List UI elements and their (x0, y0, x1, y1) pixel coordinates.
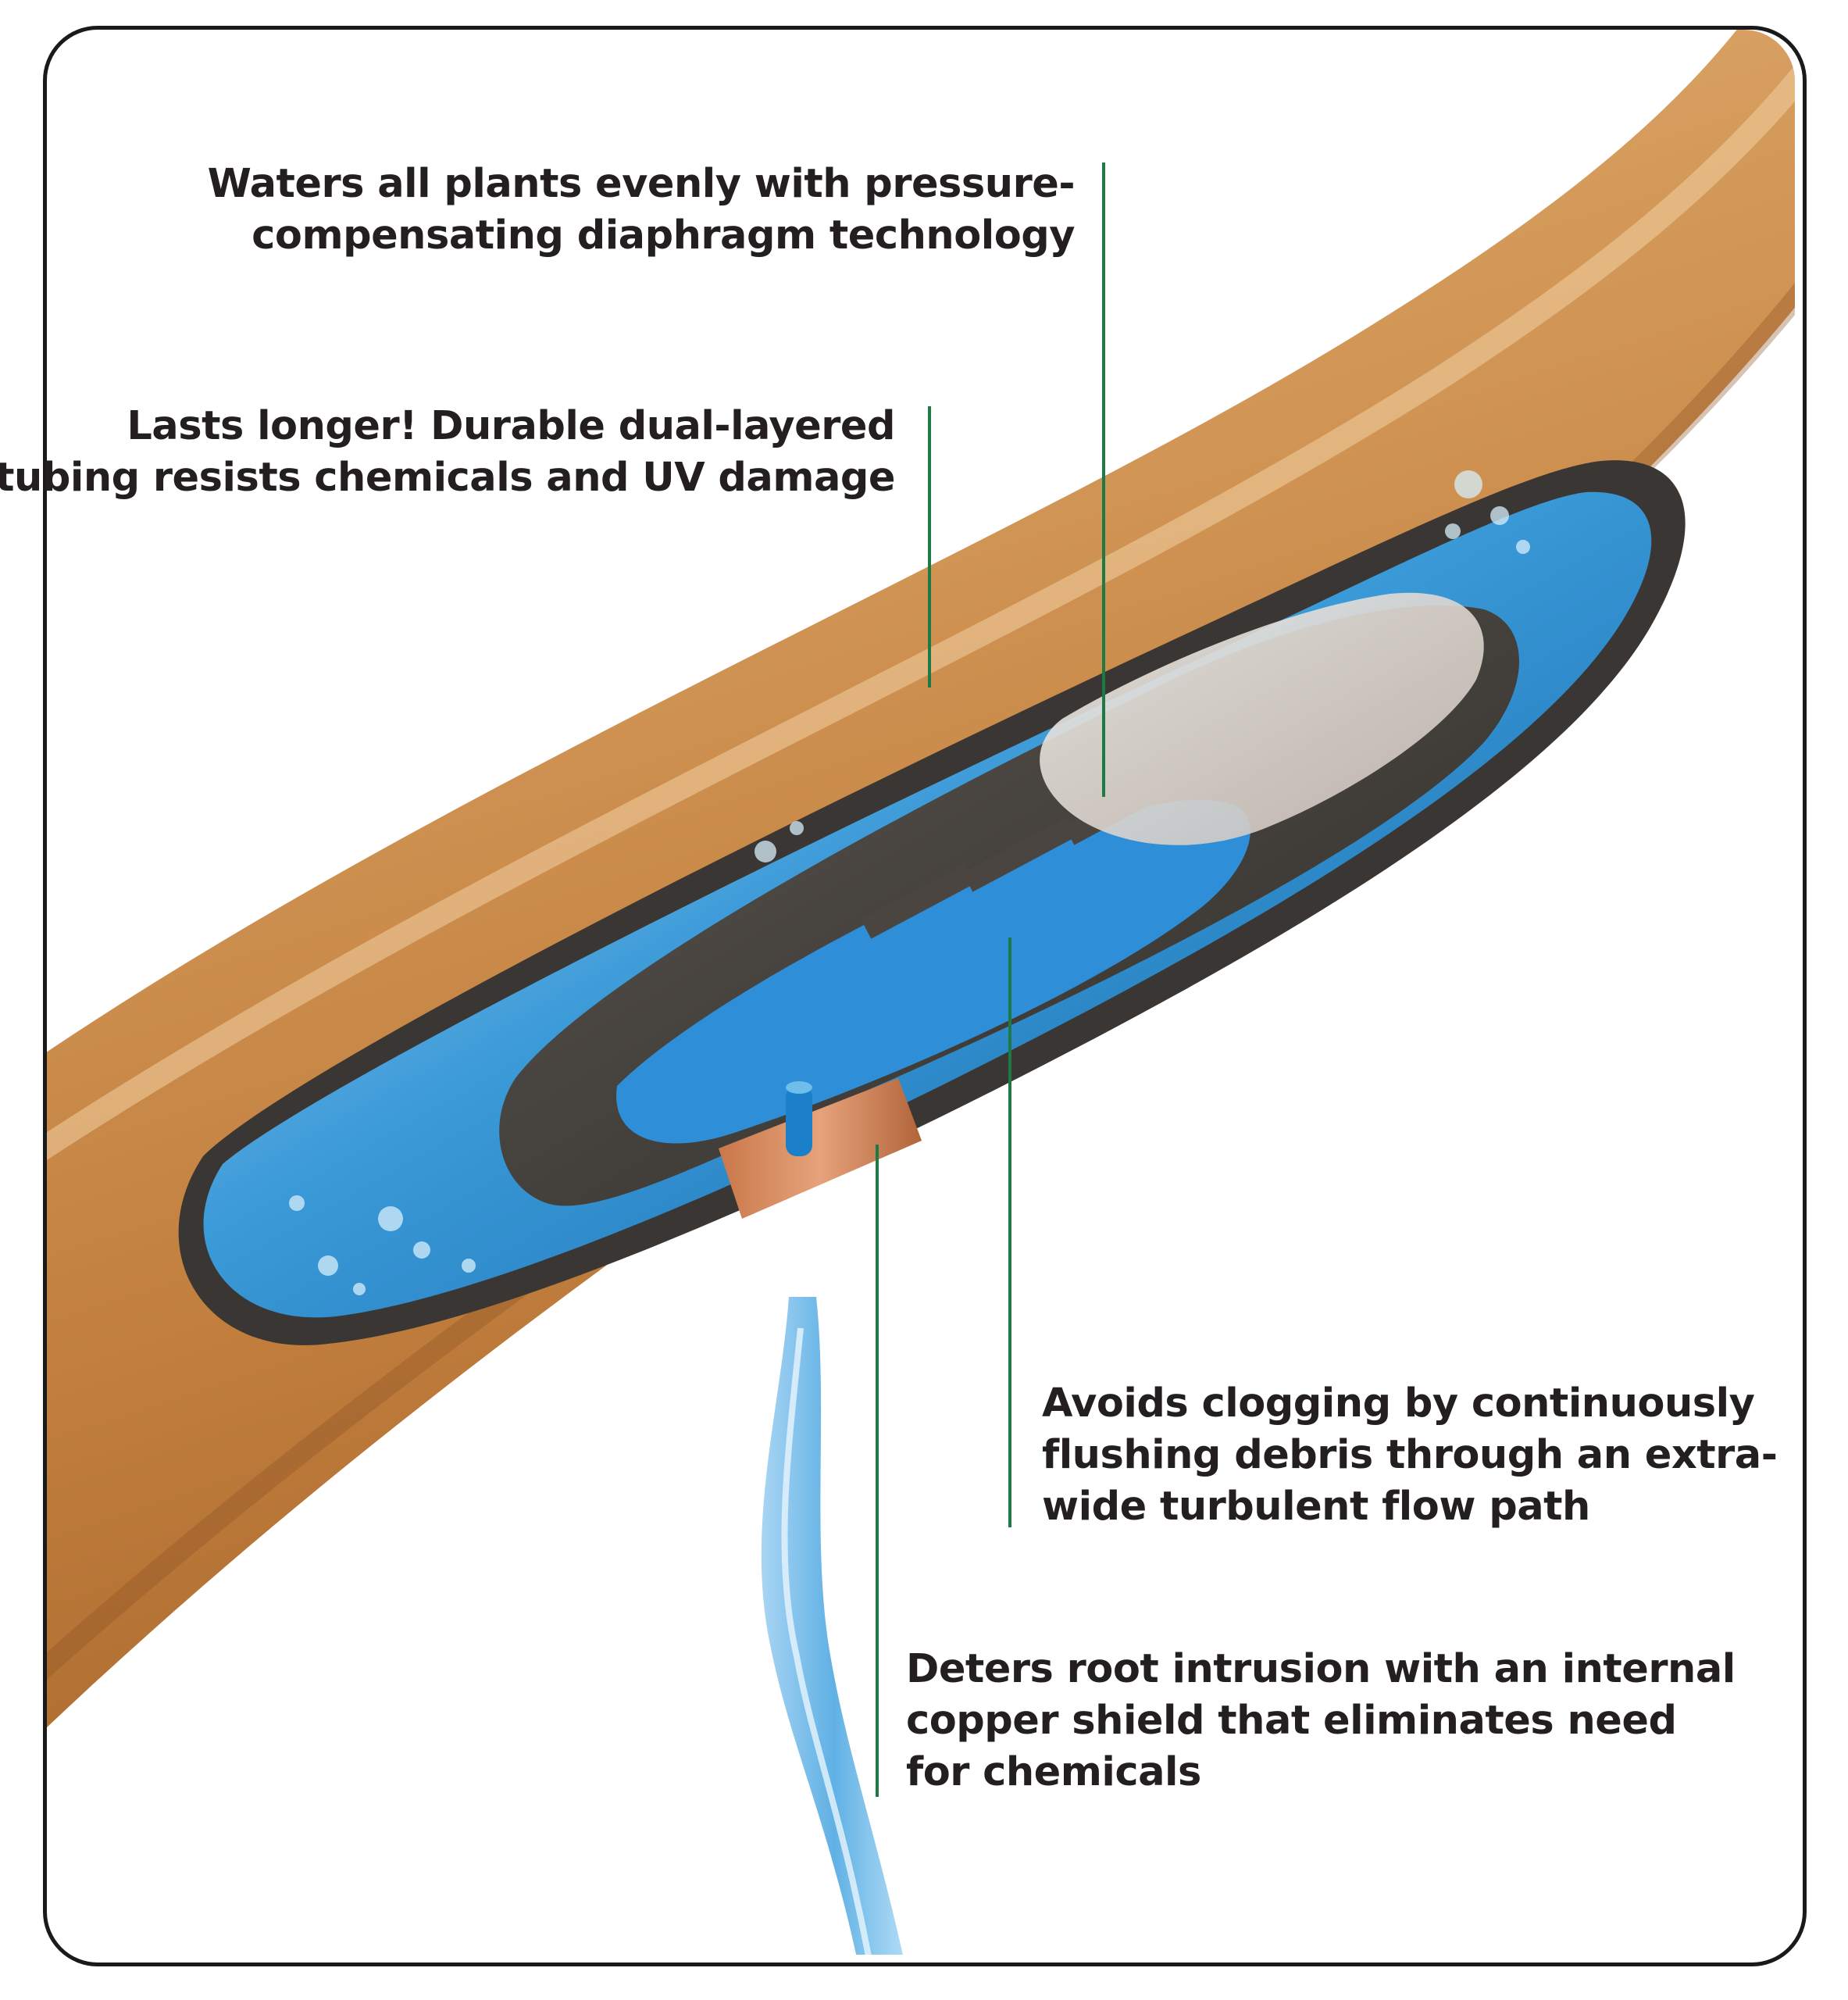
callout-line: Lasts longer! Durable dual-layered (127, 403, 895, 449)
callout-line: Waters all plants evenly with pressure- (207, 161, 1076, 207)
callout-line: Deters root intrusion with an internal (906, 1646, 1736, 1692)
emitter (499, 592, 1519, 1219)
callout-line: for chemicals (906, 1749, 1201, 1795)
callout-copper-shield: Deters root intrusion with an internal c… (906, 1644, 1736, 1798)
callout-line: Avoids clogging by continuously (1042, 1380, 1755, 1427)
callout-line: flushing debris through an extra- (1042, 1432, 1778, 1478)
callout-line: tubing resists chemicals and UV damage (0, 455, 895, 501)
callout-line: copper shield that eliminates need (906, 1698, 1677, 1744)
callout-turbulent-flow-path: Avoids clogging by continuously flushing… (1042, 1378, 1778, 1533)
callout-dual-layered-tubing: Lasts longer! Durable dual-layered tubin… (0, 401, 895, 504)
callout-pressure-compensating: Waters all plants evenly with pressure- … (207, 159, 1076, 262)
callout-line: compensating diaphragm technology (252, 212, 1075, 259)
callout-line: wide turbulent flow path (1042, 1484, 1590, 1530)
water-stream (761, 1297, 906, 1955)
